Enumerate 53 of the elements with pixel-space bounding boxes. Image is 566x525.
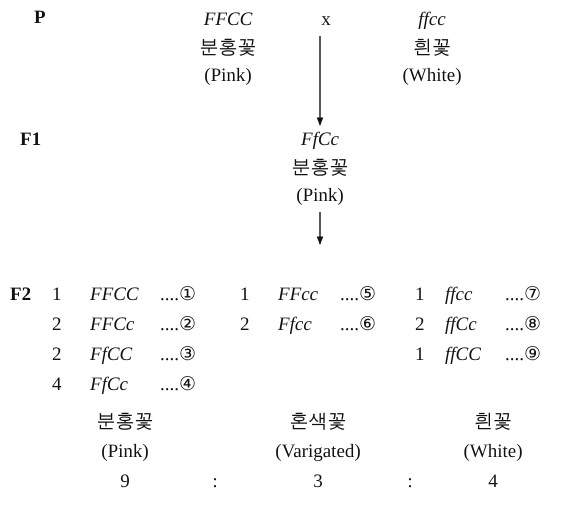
- phenotype-label: 분홍꽃: [200, 36, 256, 60]
- ratio-separator: :: [212, 470, 218, 494]
- count-number: 4: [52, 373, 62, 397]
- count-number: 2: [240, 313, 250, 337]
- genotype-label: FfCc: [301, 128, 339, 152]
- generation-label: F2: [10, 283, 32, 307]
- phenotype-label: (Pink): [296, 184, 344, 208]
- count-number: 1: [240, 283, 250, 307]
- phenotype-label: (Varigated): [275, 440, 361, 464]
- arrow: [316, 36, 324, 126]
- arrow: [316, 212, 324, 245]
- phenotype-label: (White): [402, 64, 462, 88]
- phenotype-label: 분홍꽃: [96, 410, 154, 434]
- phenotype-label: 혼색꽃: [290, 410, 346, 434]
- cross-symbol: x: [321, 8, 331, 32]
- ratio-number: 9: [120, 470, 130, 494]
- class-number: ....①: [160, 283, 196, 307]
- phenotype-label: (White): [463, 440, 523, 464]
- genotype-label: Ffcc: [278, 313, 312, 337]
- class-number: ....④: [160, 373, 196, 397]
- class-number: ....⑦: [505, 283, 541, 307]
- ratio-number: 3: [313, 470, 323, 494]
- count-number: 1: [415, 283, 424, 307]
- class-number: ....②: [160, 313, 196, 337]
- phenotype-label: (Pink): [204, 64, 252, 88]
- genotype-label: FFCC: [204, 8, 252, 32]
- ratio-separator: :: [407, 470, 413, 494]
- class-number: ....③: [160, 343, 196, 367]
- count-number: 2: [415, 313, 424, 337]
- genotype-label: FFCC: [90, 283, 139, 307]
- class-number: ....⑥: [340, 313, 376, 337]
- genotype-label: ffCC: [445, 343, 481, 367]
- generation-label: P: [34, 6, 46, 30]
- class-number: ....⑧: [505, 313, 541, 337]
- phenotype-label: 분홍꽃: [292, 156, 348, 180]
- count-number: 2: [52, 343, 62, 367]
- count-number: 2: [52, 313, 62, 337]
- class-number: ....⑨: [505, 343, 541, 367]
- class-number: ....⑤: [340, 283, 376, 307]
- genotype-label: FfCC: [90, 343, 132, 367]
- phenotype-label: 흰꽃: [474, 410, 512, 434]
- genotype-label: FfCc: [90, 373, 128, 397]
- genotype-label: ffCc: [445, 313, 477, 337]
- genotype-label: ffcc: [418, 8, 446, 32]
- ratio-number: 4: [488, 470, 498, 494]
- phenotype-label: 흰꽃: [413, 36, 451, 60]
- generation-label: F1: [20, 128, 42, 152]
- genotype-label: ffcc: [445, 283, 472, 307]
- count-number: 1: [52, 283, 62, 307]
- genotype-label: FFcc: [278, 283, 318, 307]
- genotype-label: FFCc: [90, 313, 134, 337]
- phenotype-label: (Pink): [101, 440, 149, 464]
- count-number: 1: [415, 343, 424, 367]
